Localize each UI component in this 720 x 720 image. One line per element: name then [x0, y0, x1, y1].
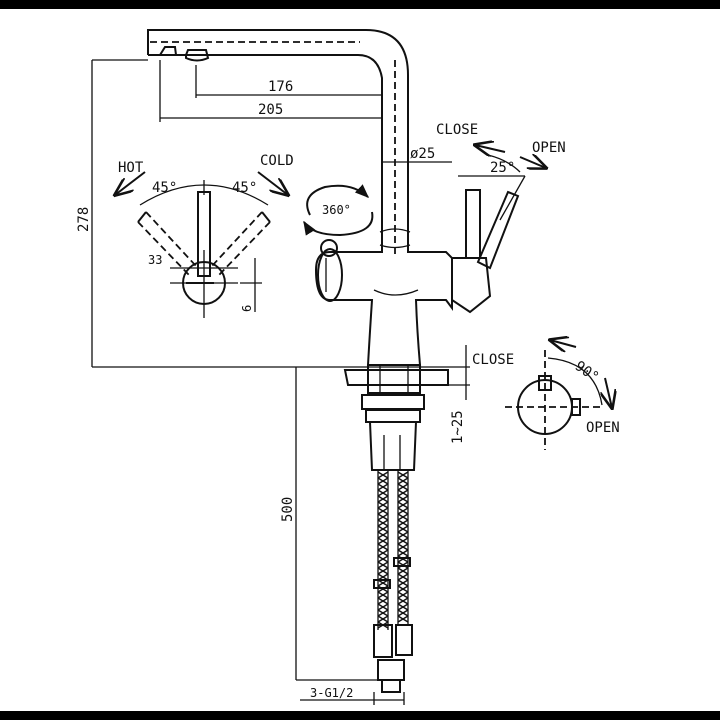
- hose-braid-stroke: [397, 501, 409, 509]
- handle-swing-detail: [137, 180, 271, 318]
- rotation-360-icon: [303, 184, 374, 237]
- mounting-base: [343, 364, 449, 471]
- hose-braid-stroke: [377, 603, 389, 611]
- hose-braid-stroke: [377, 513, 389, 521]
- dim-500-label: 500: [280, 497, 296, 522]
- hose-braid-stroke: [397, 495, 409, 503]
- close-bottom-label: CLOSE: [472, 352, 514, 368]
- hose-braid-stroke: [397, 591, 409, 599]
- hose-braid-stroke: [397, 615, 409, 623]
- dim-connection-label: 3-G1/2: [310, 686, 353, 700]
- hose-braid-stroke: [377, 471, 389, 479]
- dim-205-label: 205: [258, 102, 283, 118]
- hose-braid-stroke: [397, 471, 409, 479]
- hose-braid-stroke: [397, 543, 409, 551]
- hose-braid-stroke: [377, 609, 389, 617]
- angle-valve-label: 90°: [572, 358, 602, 386]
- hose-braid-stroke: [397, 609, 409, 617]
- faucet-body: [314, 228, 453, 366]
- hose-braid-stroke: [397, 597, 409, 605]
- hose-braid-stroke: [397, 507, 409, 515]
- hose-braid-stroke: [377, 507, 389, 515]
- hose-braid-stroke: [377, 531, 389, 539]
- dim-278-label: 278: [76, 207, 92, 232]
- hose-braid-stroke: [377, 591, 389, 599]
- braided-hoses: [373, 470, 413, 693]
- hose-braid-stroke: [397, 531, 409, 539]
- spout-centerlines: [150, 41, 396, 255]
- lever-direction-arrows: [458, 145, 546, 221]
- hose-braid-stroke: [397, 585, 409, 593]
- dim-1-25-label: 1~25: [450, 410, 466, 444]
- cold-label: COLD: [260, 153, 294, 169]
- hose-braid-stroke: [377, 597, 389, 605]
- close-top-label: CLOSE: [436, 122, 478, 138]
- rotation-label: 360°: [322, 203, 351, 217]
- hose-braid-stroke: [377, 489, 389, 497]
- hose-braid-stroke: [397, 573, 409, 581]
- hose-braid-stroke: [397, 489, 409, 497]
- hot-cold-arrows: [115, 171, 288, 195]
- bottom-frame-band: [0, 711, 720, 720]
- hose-braid-stroke: [377, 519, 389, 527]
- hose-braid-stroke: [397, 525, 409, 533]
- dim-176-label: 176: [268, 79, 293, 95]
- dim-6-label: 6: [240, 305, 254, 312]
- hose-braid-stroke: [377, 495, 389, 503]
- hose-braid-stroke: [377, 501, 389, 509]
- angle-cold-label: 45°: [232, 180, 257, 196]
- angle-lever-label: 25°: [490, 160, 515, 176]
- hose-braid-stroke: [377, 537, 389, 545]
- hose-braid-stroke: [397, 477, 409, 485]
- hose-braid-stroke: [377, 525, 389, 533]
- hose-braid-stroke: [377, 555, 389, 563]
- valve-detail: [505, 340, 612, 450]
- hose-braid-stroke: [397, 483, 409, 491]
- open-top-label: OPEN: [532, 140, 566, 156]
- open-bottom-label: OPEN: [586, 420, 620, 436]
- hot-label: HOT: [118, 160, 144, 176]
- dimension-lines: [91, 59, 470, 705]
- hose-braid-stroke: [377, 567, 389, 575]
- spout: [147, 29, 409, 230]
- hose-braid-stroke: [377, 543, 389, 551]
- dim-diameter-label: ø25: [410, 146, 435, 162]
- dim-33-label: 33: [148, 253, 162, 267]
- hose-braid-stroke: [397, 579, 409, 587]
- hose-braid-stroke: [377, 483, 389, 491]
- hose-braid-stroke: [397, 513, 409, 521]
- hose-braid-stroke: [377, 615, 389, 623]
- lever-handle: [451, 189, 520, 314]
- hose-braid-stroke: [397, 567, 409, 575]
- top-frame-band: [0, 0, 720, 9]
- hose-braid-stroke: [397, 603, 409, 611]
- angle-hot-label: 45°: [152, 180, 177, 196]
- hose-braid-stroke: [377, 549, 389, 557]
- hose-braid-stroke: [377, 561, 389, 569]
- hose-braid-stroke: [377, 477, 389, 485]
- hose-braid-stroke: [397, 519, 409, 527]
- hose-braid-stroke: [397, 549, 409, 557]
- hose-braid-stroke: [397, 537, 409, 545]
